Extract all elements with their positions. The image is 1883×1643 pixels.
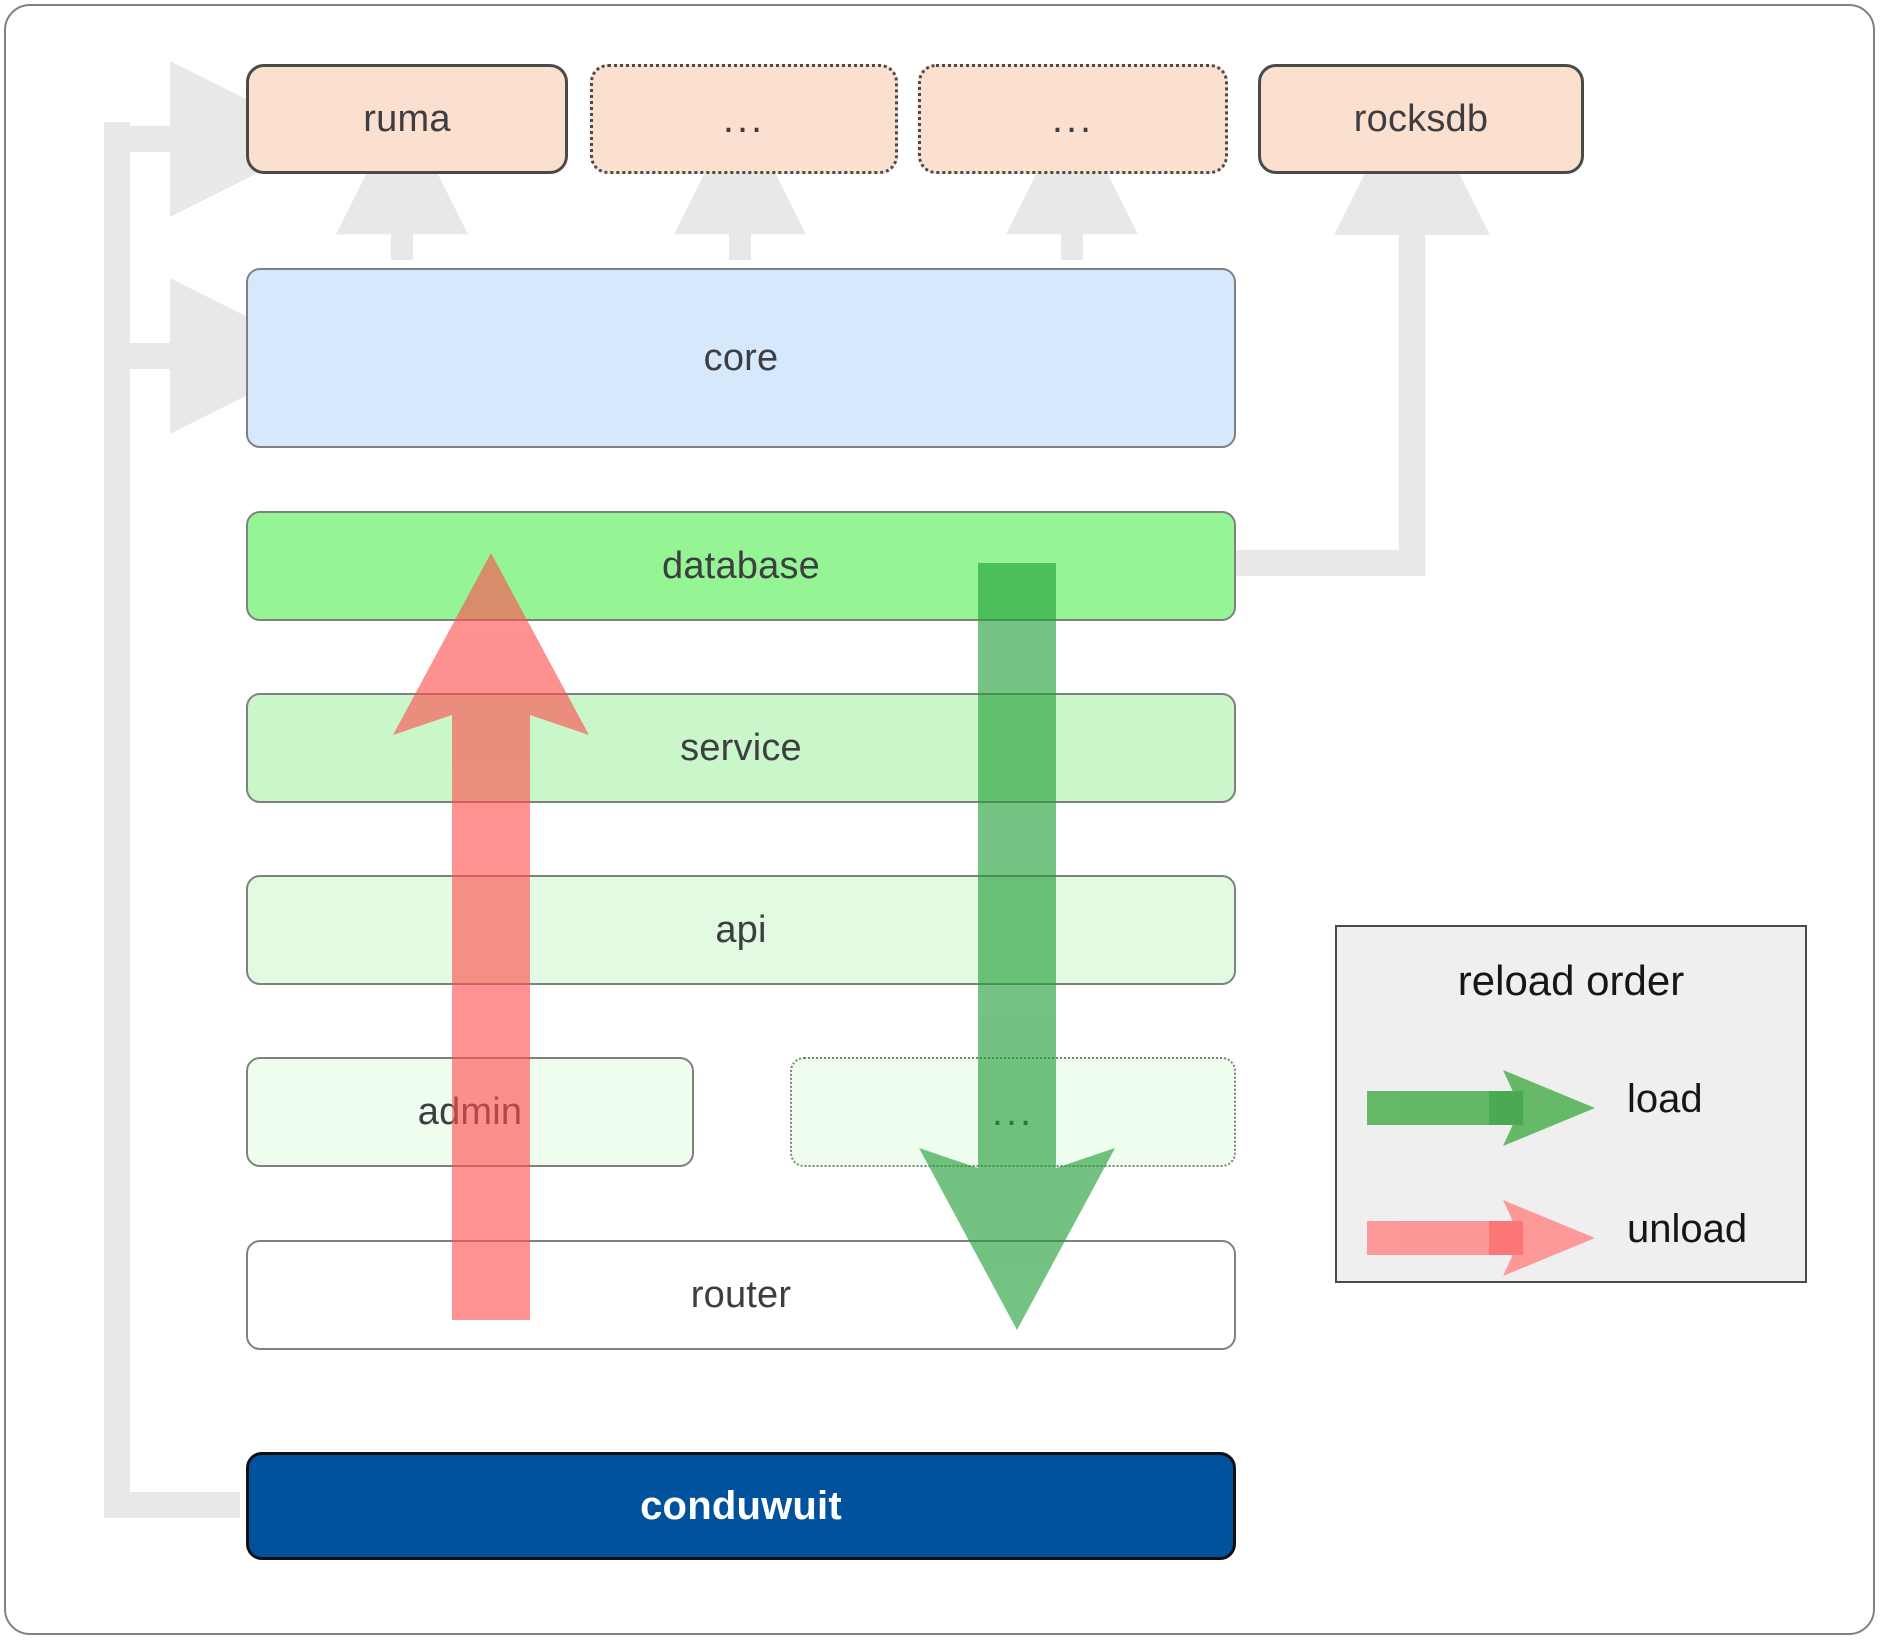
crate-box-router[interactable]: router bbox=[246, 1240, 1236, 1350]
crate-label-router: router bbox=[690, 1273, 792, 1316]
crate-box-api[interactable]: api bbox=[246, 875, 1236, 985]
dependency-box-rocksdb[interactable]: rocksdb bbox=[1258, 64, 1584, 174]
legend-title: reload order bbox=[1457, 957, 1685, 1004]
wire-database-to-rocksdb bbox=[1232, 79, 1490, 576]
crate-box-core[interactable]: core bbox=[246, 268, 1236, 448]
dependency-label-dep-b: ... bbox=[1051, 97, 1095, 141]
crate-label-core: core bbox=[703, 336, 779, 379]
crate-label-layer-etc: ... bbox=[991, 1090, 1035, 1134]
crate-box-admin[interactable]: admin bbox=[246, 1057, 694, 1167]
crate-label-conduwuit: conduwuit bbox=[640, 1483, 842, 1528]
dependency-label-ruma: ruma bbox=[363, 97, 451, 140]
dependency-label-rocksdb: rocksdb bbox=[1353, 97, 1489, 140]
crate-box-conduwuit[interactable]: conduwuit bbox=[246, 1452, 1236, 1560]
legend-row-unload: unload bbox=[1337, 1193, 1805, 1283]
crate-label-service: service bbox=[680, 726, 802, 769]
legend-label-load: load bbox=[1627, 1077, 1703, 1121]
crate-label-admin: admin bbox=[417, 1090, 523, 1133]
dependency-box-dep-b[interactable]: ... bbox=[918, 64, 1228, 174]
wire-conduwuit-spine bbox=[104, 122, 240, 1518]
legend-row-load: load bbox=[1337, 1063, 1805, 1153]
legend-label-unload: unload bbox=[1627, 1207, 1748, 1251]
crate-box-service[interactable]: service bbox=[246, 693, 1236, 803]
dependency-box-ruma[interactable]: ruma bbox=[246, 64, 568, 174]
crate-label-database: database bbox=[662, 544, 820, 587]
crate-box-database[interactable]: database bbox=[246, 511, 1236, 621]
crate-label-api: api bbox=[715, 908, 767, 951]
crate-box-layer-etc[interactable]: ... bbox=[790, 1057, 1236, 1167]
legend-panel: reload order load unload bbox=[1335, 925, 1807, 1283]
legend-load-arrow-icon bbox=[1367, 1070, 1595, 1146]
legend-unload-arrow-icon bbox=[1367, 1200, 1595, 1276]
dependency-box-dep-a[interactable]: ... bbox=[590, 64, 898, 174]
dependency-label-dep-a: ... bbox=[722, 97, 766, 141]
